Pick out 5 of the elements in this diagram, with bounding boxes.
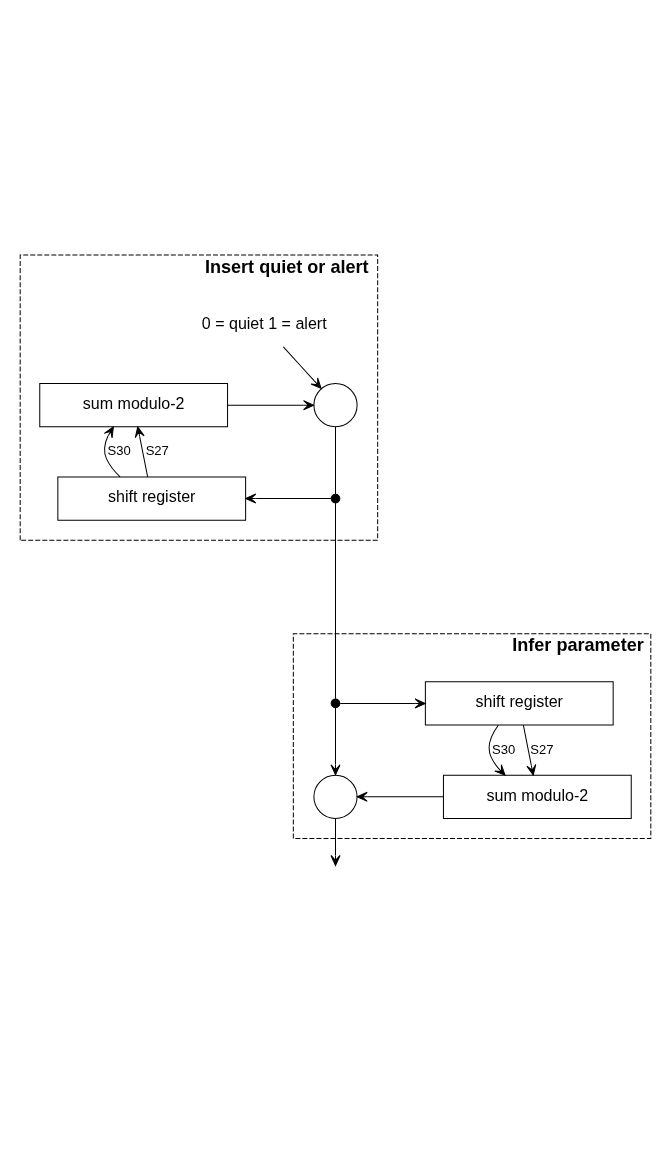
- edge-label: S27: [145, 442, 169, 458]
- edge-label: S30: [492, 741, 516, 757]
- node-text: 0 = quiet 1 = alert: [201, 313, 327, 332]
- edge-label: S27: [530, 741, 554, 757]
- edge-label: S30: [107, 442, 131, 458]
